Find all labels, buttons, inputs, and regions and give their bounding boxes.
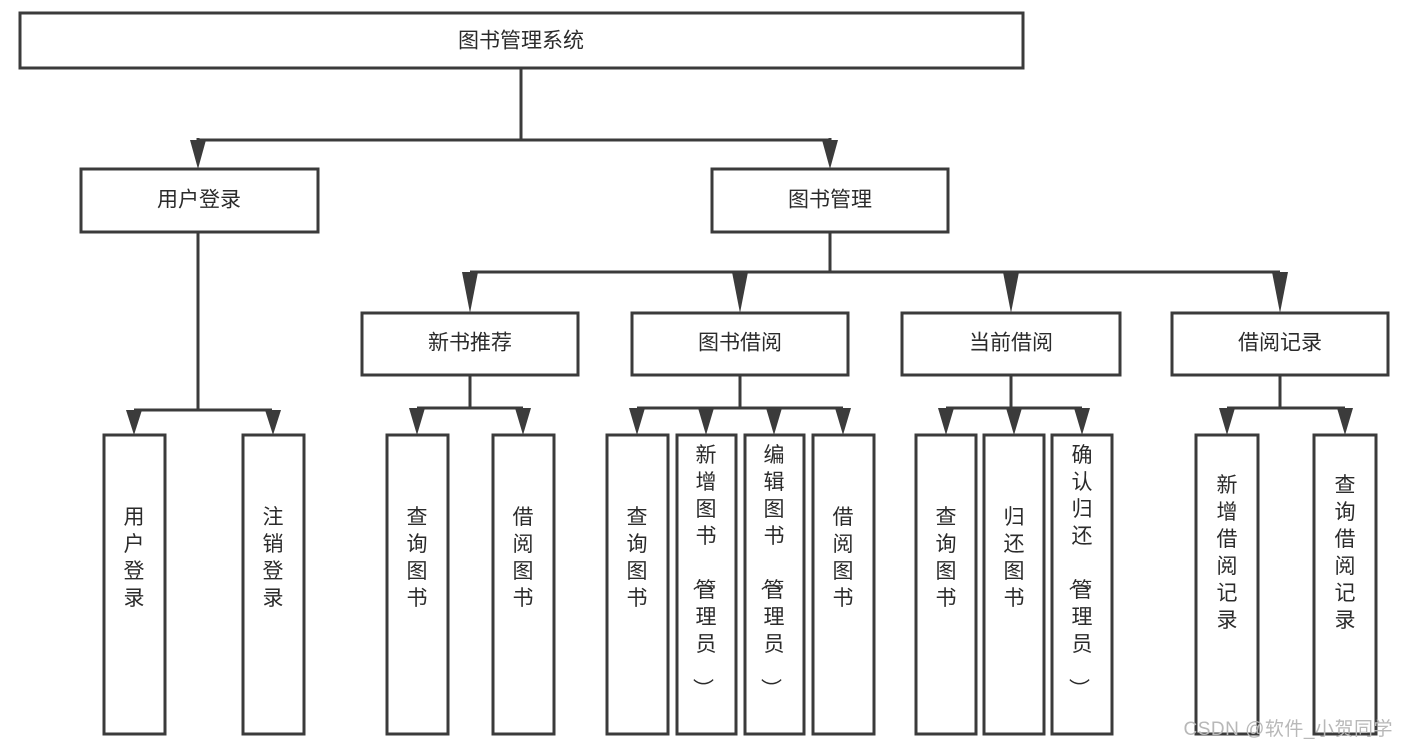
node-leaf-borrow-book-1[interactable]: 借阅图书 [491, 433, 556, 736]
arrow-head-leaf-query-book-1 [409, 408, 425, 435]
node-current-borrow-box[interactable] [900, 311, 1122, 377]
arrow-head-leaf-borrow-book-2 [835, 408, 851, 435]
node-leaf-query-book-3[interactable]: 查询图书 [914, 433, 978, 736]
connector-group-borrow-record [1219, 375, 1353, 435]
arrow-head-leaf-query-book-2 [629, 408, 645, 435]
node-book-borrow[interactable]: 图书借阅 [630, 311, 850, 377]
node-leaf-edit-book-label: 编辑图书（管理员） [759, 444, 785, 699]
node-leaf-return-book[interactable]: 归还图书 [982, 433, 1046, 736]
node-borrow-record-label: 借阅记录 [1238, 332, 1322, 355]
node-leaf-add-book-box[interactable] [675, 433, 738, 736]
node-leaf-return-book-label: 归还图书 [1004, 506, 1025, 610]
node-leaf-logout-label: 注销登录 [263, 506, 284, 610]
node-root-box[interactable] [18, 11, 1025, 70]
node-leaf-logout-box[interactable] [241, 433, 306, 736]
node-leaf-query-book-1-label: 查询图书 [407, 506, 428, 610]
connector-group-root [190, 68, 838, 169]
node-leaf-edit-book[interactable]: 编辑图书（管理员） [743, 433, 806, 736]
connector-group-book-manage [462, 232, 1288, 313]
node-leaf-confirm-return-label: 确认归还（管理员） [1067, 444, 1093, 699]
connector-group-new-book-rec [409, 375, 531, 435]
node-leaf-query-book-3-label: 查询图书 [936, 506, 957, 610]
arrow-head-leaf-user-login [126, 410, 142, 435]
arrow-head-leaf-add-record [1219, 408, 1235, 435]
arrow-head-book-manage [822, 140, 838, 169]
node-leaf-add-record-box[interactable] [1194, 433, 1260, 736]
node-user-login[interactable]: 用户登录 [79, 167, 320, 234]
arrow-head-leaf-borrow-book-1 [515, 408, 531, 435]
node-leaf-confirm-return[interactable]: 确认归还（管理员） [1050, 433, 1114, 736]
node-leaf-add-book-label: 新增图书（管理员） [691, 444, 717, 699]
arrow-head-borrow-record [1272, 272, 1288, 313]
arrow-head-user-login [190, 140, 206, 169]
node-leaf-query-book-2[interactable]: 查询图书 [605, 433, 670, 736]
node-leaf-query-book-2-label: 查询图书 [627, 506, 648, 610]
node-leaf-borrow-book-2-label: 借阅图书 [833, 506, 854, 610]
node-current-borrow[interactable]: 当前借阅 [900, 311, 1122, 377]
node-leaf-query-record[interactable]: 查询借阅记录 [1312, 433, 1378, 736]
node-root-label: 图书管理系统 [458, 30, 584, 53]
arrow-head-leaf-add-book [698, 408, 714, 435]
node-leaf-user-login-box[interactable] [102, 433, 167, 736]
node-borrow-record[interactable]: 借阅记录 [1170, 311, 1390, 377]
node-book-manage-box[interactable] [710, 167, 950, 234]
arrow-head-leaf-edit-book [766, 408, 782, 435]
node-leaf-user-login[interactable]: 用户登录 [102, 433, 167, 736]
connector-group-user-login [126, 232, 281, 435]
node-leaf-query-record-label: 查询借阅记录 [1335, 474, 1356, 632]
node-leaf-add-record[interactable]: 新增借阅记录 [1194, 433, 1260, 736]
arrow-head-leaf-confirm-return [1074, 408, 1090, 435]
node-leaf-query-book-3-box[interactable] [914, 433, 978, 736]
node-leaf-query-book-1[interactable]: 查询图书 [385, 433, 450, 736]
node-leaf-return-book-box[interactable] [982, 433, 1046, 736]
node-book-manage-label: 图书管理 [788, 189, 872, 212]
arrow-head-leaf-logout [265, 410, 281, 435]
node-leaf-user-login-label: 用户登录 [124, 506, 145, 610]
node-leaf-logout[interactable]: 注销登录 [241, 433, 306, 736]
node-current-borrow-label: 当前借阅 [969, 332, 1053, 355]
node-book-borrow-box[interactable] [630, 311, 850, 377]
node-leaf-borrow-book-1-label: 借阅图书 [513, 506, 534, 610]
arrow-head-leaf-return-book [1006, 408, 1022, 435]
connector-group-current-borrow [938, 375, 1090, 435]
node-leaf-add-book[interactable]: 新增图书（管理员） [675, 433, 738, 736]
node-borrow-record-box[interactable] [1170, 311, 1390, 377]
node-new-book-rec-label: 新书推荐 [428, 332, 512, 355]
node-leaf-add-record-label: 新增借阅记录 [1217, 474, 1238, 632]
node-leaf-query-book-1-box[interactable] [385, 433, 450, 736]
node-leaf-edit-book-box[interactable] [743, 433, 806, 736]
node-book-manage[interactable]: 图书管理 [710, 167, 950, 234]
node-leaf-borrow-book-2[interactable]: 借阅图书 [811, 433, 876, 736]
node-leaf-confirm-return-box[interactable] [1050, 433, 1114, 736]
node-user-login-box[interactable] [79, 167, 320, 234]
arrow-head-book-borrow [732, 272, 748, 313]
arrow-head-leaf-query-record [1337, 408, 1353, 435]
arrow-head-new-book-rec [462, 272, 478, 313]
node-new-book-rec-box[interactable] [360, 311, 580, 377]
connector-group-book-borrow [629, 375, 851, 435]
node-new-book-rec[interactable]: 新书推荐 [360, 311, 580, 377]
node-leaf-borrow-book-1-box[interactable] [491, 433, 556, 736]
node-user-login-label: 用户登录 [157, 189, 241, 212]
node-book-borrow-label: 图书借阅 [698, 332, 782, 355]
node-leaf-borrow-book-2-box[interactable] [811, 433, 876, 736]
node-leaf-query-book-2-box[interactable] [605, 433, 670, 736]
node-root[interactable]: 图书管理系统 [18, 11, 1025, 70]
arrow-head-leaf-query-book-3 [938, 408, 954, 435]
node-leaf-query-record-box[interactable] [1312, 433, 1378, 736]
arrow-head-current-borrow [1003, 272, 1019, 313]
